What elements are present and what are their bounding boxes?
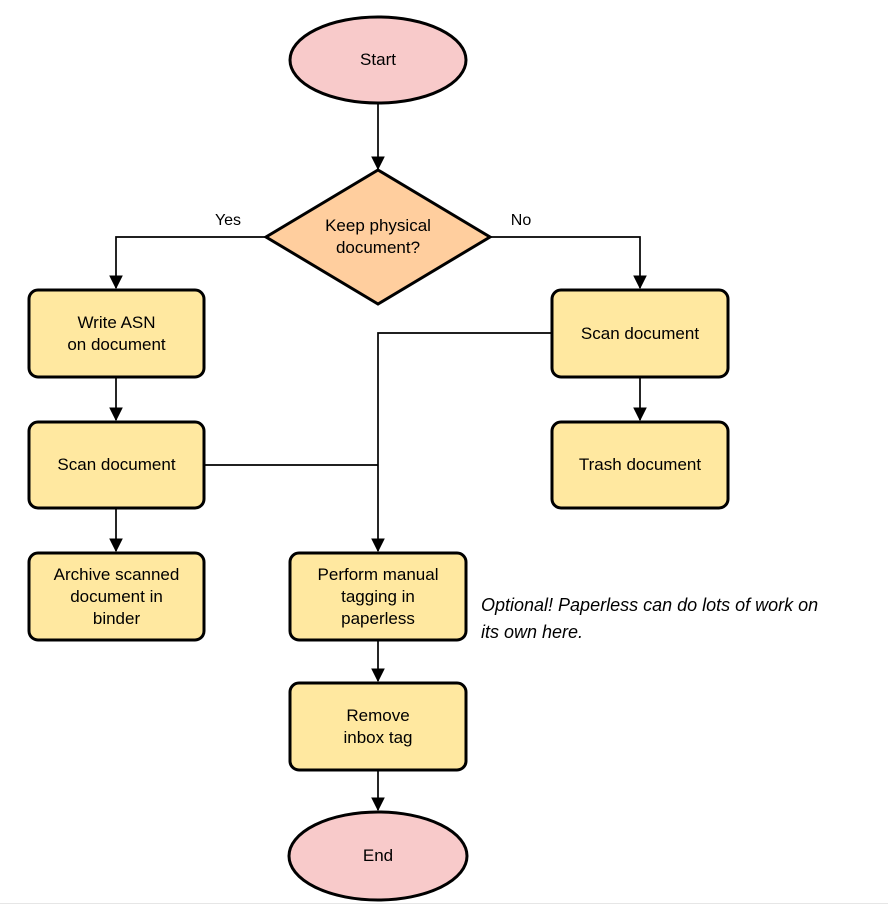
edge-decision-yes [109,236,266,290]
edge-label-no: No [510,212,532,229]
scan-left-node-shape [27,420,206,510]
write-asn-node-shape [27,288,206,379]
tagging-node-shape [288,551,468,642]
trash-node-shape [550,420,730,510]
start-node-shape [288,15,468,105]
end-node-shape [287,810,469,902]
scan-right-node-shape [550,288,730,379]
edge-label-yes: Yes [214,212,242,229]
bottom-divider [0,903,888,904]
edge-decision-no [490,236,647,290]
remove-inbox-node-shape [288,681,468,772]
decision-node-shape [263,168,493,306]
optional-annotation: Optional! Paperless can do lots of work … [481,595,819,642]
edge-scanright-to-tagging [371,332,553,553]
archive-node-shape [27,551,206,642]
